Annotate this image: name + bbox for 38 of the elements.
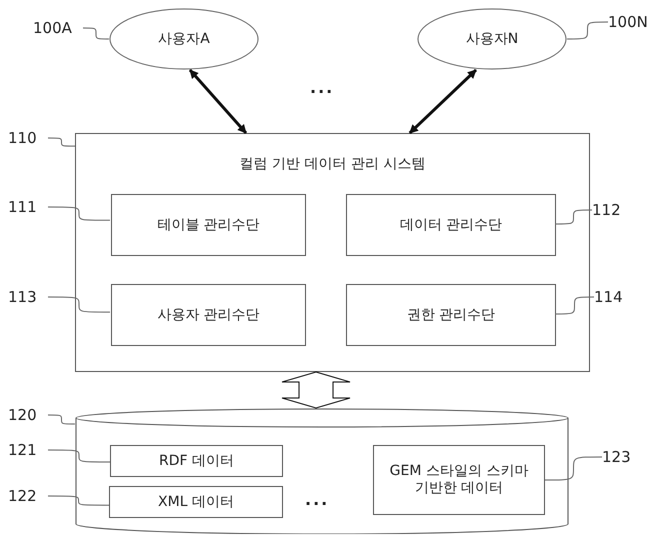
- system-box: [75, 133, 590, 372]
- block-arrow: [282, 371, 351, 409]
- leader-line: [554, 296, 594, 314]
- leader-line: [48, 496, 110, 506]
- leader-line: [48, 414, 76, 424]
- reference-number: 122: [8, 486, 48, 506]
- reference-number: 112: [592, 200, 632, 220]
- module-box: 데이터 관리수단: [346, 194, 556, 256]
- user-ellipse: 사용자N: [417, 8, 567, 70]
- module-box: GEM 스타일의 스키마 기반한 데이터: [373, 445, 545, 515]
- module-box: 사용자 관리수단: [111, 284, 306, 346]
- reference-number: 111: [8, 197, 48, 217]
- reference-number: 113: [8, 287, 48, 307]
- module-box: XML 데이터: [109, 486, 283, 518]
- reference-number: 121: [8, 440, 48, 460]
- reference-number: 110: [8, 128, 48, 148]
- reference-number: 123: [602, 447, 642, 467]
- leader-line: [48, 206, 110, 221]
- ellipsis-text: ...: [310, 78, 334, 97]
- leader-line: [48, 450, 110, 462]
- reference-number: 100A: [33, 18, 83, 38]
- module-box: RDF 데이터: [110, 445, 283, 477]
- module-box: 권한 관리수단: [346, 284, 556, 346]
- user-ellipse: 사용자A: [109, 8, 259, 70]
- reference-number: 100N: [608, 12, 658, 32]
- system-title: 컬럼 기반 데이터 관리 시스템: [240, 156, 426, 173]
- reference-number: 120: [8, 405, 48, 425]
- leader-line: [48, 296, 110, 313]
- leader-line: [554, 210, 592, 224]
- module-box: 테이블 관리수단: [111, 194, 306, 256]
- double-arrow: [408, 68, 477, 134]
- ellipsis-text: ...: [305, 490, 330, 509]
- leader-line: [48, 138, 76, 147]
- leader-line: [82, 28, 110, 40]
- reference-number: 114: [594, 287, 634, 307]
- leader-line: [566, 22, 608, 40]
- leader-line: [544, 456, 602, 480]
- double-arrow: [188, 69, 248, 134]
